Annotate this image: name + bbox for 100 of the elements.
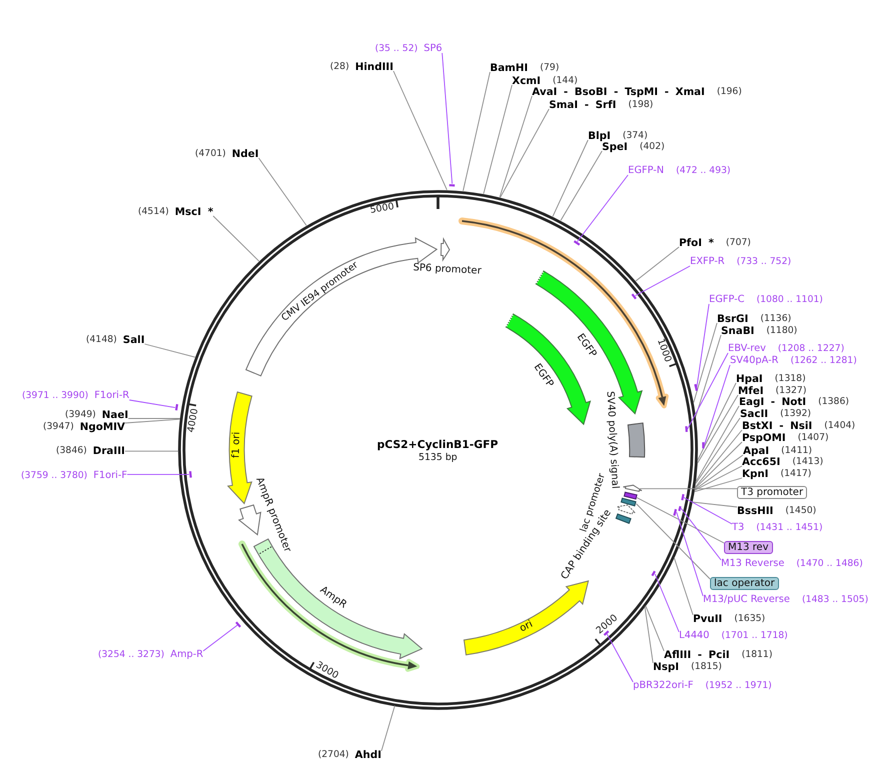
enzyme-name: AvaI - BsoBI - TspMI - XmaI [532,86,705,98]
primer-mark [694,382,698,392]
enzyme-name: NspI [653,661,679,673]
ruler-number: 1000 [654,337,674,364]
cut-site-position: (1180) [766,325,798,337]
primer-position: (1952 .. 1971) [705,680,772,692]
enzyme-name: BssHII [737,505,774,517]
leader-line [500,108,550,198]
primer-position: (733 .. 752) [736,256,792,268]
cut-site-position: (3949) [65,409,96,421]
cut-site-position: (1386) [818,396,849,408]
cut-site-position: (1407) [798,432,829,444]
enzyme-name: BsrGI [717,313,748,325]
primer-mark [448,184,456,186]
cut-site-position: (3846) [56,445,87,457]
leader-line [674,557,694,616]
primer-position: (1431 .. 1451) [756,522,823,534]
primer-name: pBR322ori-F [633,680,694,692]
primer-mark [702,441,704,450]
leader-line [695,418,740,484]
cut-site-position: (402) [640,141,665,153]
leader-line [393,70,448,190]
primer-position: (1470 .. 1486) [796,558,863,570]
enzyme-name: MscI * [174,206,214,218]
primer-mark [188,470,192,479]
feature-arc [622,484,643,492]
cut-site-position: (1392) [780,408,812,420]
enzyme-name: HpaI [736,373,763,385]
primer-name: F1ori-F [93,470,128,482]
primer-position: (1701 .. 1718) [721,630,788,642]
primer-mark [684,425,688,434]
primer-mark [235,620,242,628]
primer-position: (472 .. 493) [676,165,731,177]
cut-site-position: (374) [622,130,648,142]
leader-line [636,497,724,544]
enzyme-name: SnaBI [721,325,754,337]
feature-tag: lac operator [710,577,779,590]
primer-name: Amp-R [170,649,204,661]
leader-line [644,606,654,664]
enzyme-name: HindIII [355,61,394,73]
feature-label: f1 ori [230,432,244,458]
cut-site-position: (144) [552,75,578,87]
leader-line [697,394,738,464]
cut-site-position: (196) [716,86,742,98]
feature-label: SP6 promoter [412,262,482,278]
enzyme-name: PvuII [693,613,722,625]
leader-line [462,72,490,192]
primer-name: M13/pUC Reverse [703,594,790,606]
enzyme-name: NdeI [232,148,259,160]
leader-line [694,430,742,488]
primer-position: (1483 .. 1505) [802,594,868,606]
leader-line [128,400,176,408]
leader-line [694,478,742,492]
enzyme-name: ApaI [743,445,770,457]
primer-name: EGFP-N [628,165,664,177]
leader-line [694,466,742,491]
enzyme-name: KpnI [742,468,769,480]
leader-line [676,512,704,596]
enzyme-name: XcmI [512,75,541,87]
leader-line [258,158,307,226]
primer-position: (35 .. 52) [375,43,418,55]
cut-site-position: (1811) [742,649,772,661]
primer-mark [678,504,682,512]
primer-name: EXFP-R [690,256,725,268]
cut-site-position: (4148) [86,334,117,346]
leader-line [704,364,730,446]
cut-site-position: (1327) [776,385,806,397]
enzyme-name: SacII [740,408,768,420]
cut-site-position: (1318) [774,373,806,385]
primer-mark [174,403,178,412]
feature-block [620,496,638,507]
enzyme-name: BlpI [588,130,611,142]
cut-site-position: (198) [628,99,654,111]
leader-line [636,503,710,580]
primer-position: (1080 .. 1101) [756,294,823,306]
leader-line [552,140,588,217]
enzyme-name: EagI - NotI [739,396,806,408]
leader-line [442,52,453,184]
enzyme-name: MfeI [738,385,764,397]
primer-position: (3759 .. 3780) [21,470,88,482]
enzyme-name: AhdI [354,749,382,761]
leader-line [683,496,732,524]
leader-line [694,454,744,490]
primer-position: (3971 .. 3990) [22,390,88,402]
leader-line [381,705,396,752]
cut-site-position: (1411) [781,445,812,457]
primer-name: SP6 [424,43,442,55]
leader-line [124,450,179,452]
feature-tag: M13 rev [724,541,772,554]
primer-mark [651,570,656,577]
enzyme-name: DraIII [92,445,125,457]
cut-site-position: (1635) [734,613,766,625]
primer-mark [673,508,678,516]
leader-line [202,624,238,652]
cut-site-position: (2704) [318,749,349,761]
enzyme-name: PspOMI [742,432,786,444]
leader-line [696,304,710,388]
leader-line [576,174,628,242]
leader-line [680,508,722,560]
cut-site-position: (1404) [824,420,856,432]
